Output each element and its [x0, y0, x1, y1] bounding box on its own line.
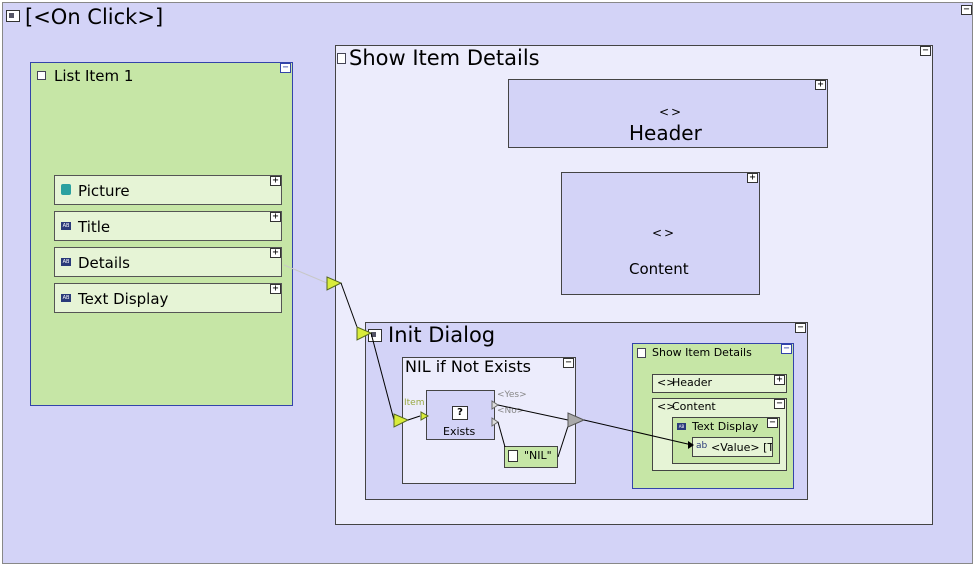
on-click-title: [<On Click>]: [25, 5, 164, 29]
item-port-label: Item: [404, 398, 425, 408]
content-label: Content: [629, 260, 689, 278]
collapse-toggle[interactable]: −: [767, 418, 778, 428]
list-icon: [37, 71, 46, 80]
collapse-toggle[interactable]: −: [920, 46, 931, 56]
inner-show-title: Show Item Details: [652, 346, 752, 359]
value-slot[interactable]: ab <Value> [T: [692, 437, 773, 457]
picture-icon: [61, 184, 71, 195]
inner-content-label: Content: [672, 400, 716, 413]
property-details[interactable]: AB Details +: [54, 247, 282, 277]
text-ab-icon: AB: [61, 222, 71, 230]
value-label: <Value> [T: [711, 441, 773, 454]
list-item-collapse-toggle[interactable]: −: [280, 63, 291, 73]
collapse-toggle[interactable]: −: [774, 399, 785, 409]
expand-toggle[interactable]: +: [747, 173, 758, 183]
inner-header-slot[interactable]: [652, 374, 787, 393]
event-icon: [6, 10, 20, 22]
init-dialog-title: Init Dialog: [388, 323, 496, 347]
header-slot[interactable]: [508, 79, 828, 148]
yes-port-label: <Yes>: [497, 390, 527, 400]
list-item-title: List Item 1: [54, 67, 134, 85]
property-text-display[interactable]: AB Text Display +: [54, 283, 282, 313]
expand-toggle[interactable]: +: [774, 375, 785, 385]
property-label: Details: [78, 254, 131, 272]
code-icon: <>: [657, 400, 676, 413]
exists-label: Exists: [443, 425, 476, 438]
block-icon: [337, 53, 346, 64]
expand-toggle[interactable]: +: [270, 212, 281, 222]
property-picture[interactable]: Picture +: [54, 175, 282, 205]
collapse-toggle[interactable]: −: [961, 5, 972, 15]
text-ab-icon: ab: [696, 441, 708, 451]
text-ab-icon: AB: [677, 423, 686, 430]
inner-header-label: Header: [672, 376, 713, 389]
nil-if-not-exists-title: NIL if Not Exists: [405, 357, 531, 376]
code-icon: <>: [659, 105, 684, 119]
block-icon: [637, 348, 646, 358]
value-icon: [508, 450, 518, 462]
text-display-label: Text Display: [692, 420, 759, 433]
event-icon: [368, 329, 382, 342]
expand-toggle[interactable]: +: [270, 284, 281, 294]
header-label: Header: [629, 121, 702, 145]
collapse-toggle[interactable]: −: [795, 323, 806, 333]
property-label: Text Display: [78, 290, 169, 308]
expand-toggle[interactable]: +: [815, 80, 826, 90]
property-label: Picture: [78, 182, 130, 200]
code-icon: <>: [652, 226, 677, 240]
property-title[interactable]: AB Title +: [54, 211, 282, 241]
property-label: Title: [78, 218, 111, 236]
code-icon: <>: [657, 376, 676, 389]
no-port-label: <No>: [497, 406, 525, 416]
question-icon: ?: [452, 406, 468, 420]
expand-toggle[interactable]: +: [270, 176, 281, 186]
text-ab-icon: AB: [61, 258, 71, 266]
expand-toggle[interactable]: +: [270, 248, 281, 258]
show-item-details-title: Show Item Details: [349, 46, 540, 70]
text-ab-icon: AB: [61, 294, 71, 302]
nil-value-label: "NIL": [524, 449, 552, 462]
content-slot[interactable]: [561, 172, 760, 295]
collapse-toggle[interactable]: −: [563, 358, 574, 368]
collapse-toggle[interactable]: −: [781, 344, 792, 354]
